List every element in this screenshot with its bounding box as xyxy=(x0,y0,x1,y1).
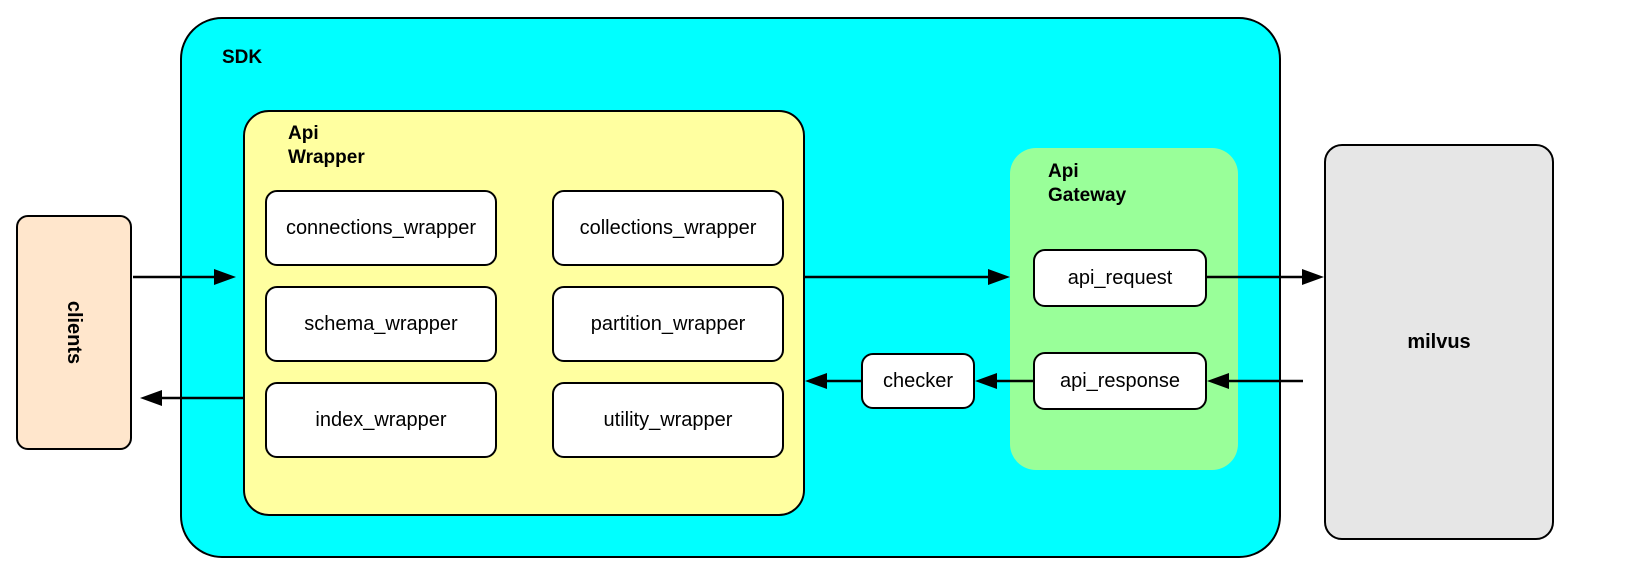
api-gateway-label: Api Gateway xyxy=(1048,161,1127,206)
milvus-label: milvus xyxy=(1407,330,1471,353)
module-collections-wrapper[interactable]: collections_wrapper xyxy=(552,190,784,266)
checker-box[interactable]: checker xyxy=(861,353,975,409)
api-gateway-container: Api Gateway xyxy=(1010,148,1238,470)
module-connections-wrapper[interactable]: connections_wrapper xyxy=(265,190,497,266)
module-schema-wrapper[interactable]: schema_wrapper xyxy=(265,286,497,362)
module-index-wrapper[interactable]: index_wrapper xyxy=(265,382,497,458)
module-partition-wrapper[interactable]: partition_wrapper xyxy=(552,286,784,362)
module-api-response[interactable]: api_response xyxy=(1033,352,1207,410)
sdk-label: SDK xyxy=(222,47,263,68)
module-api-request[interactable]: api_request xyxy=(1033,249,1207,307)
module-utility-wrapper[interactable]: utility_wrapper xyxy=(552,382,784,458)
milvus-box[interactable]: milvus xyxy=(1324,144,1554,540)
clients-label: clients xyxy=(63,300,86,365)
clients-box[interactable]: clients xyxy=(16,215,132,450)
api-wrapper-label: Api Wrapper xyxy=(288,123,365,168)
